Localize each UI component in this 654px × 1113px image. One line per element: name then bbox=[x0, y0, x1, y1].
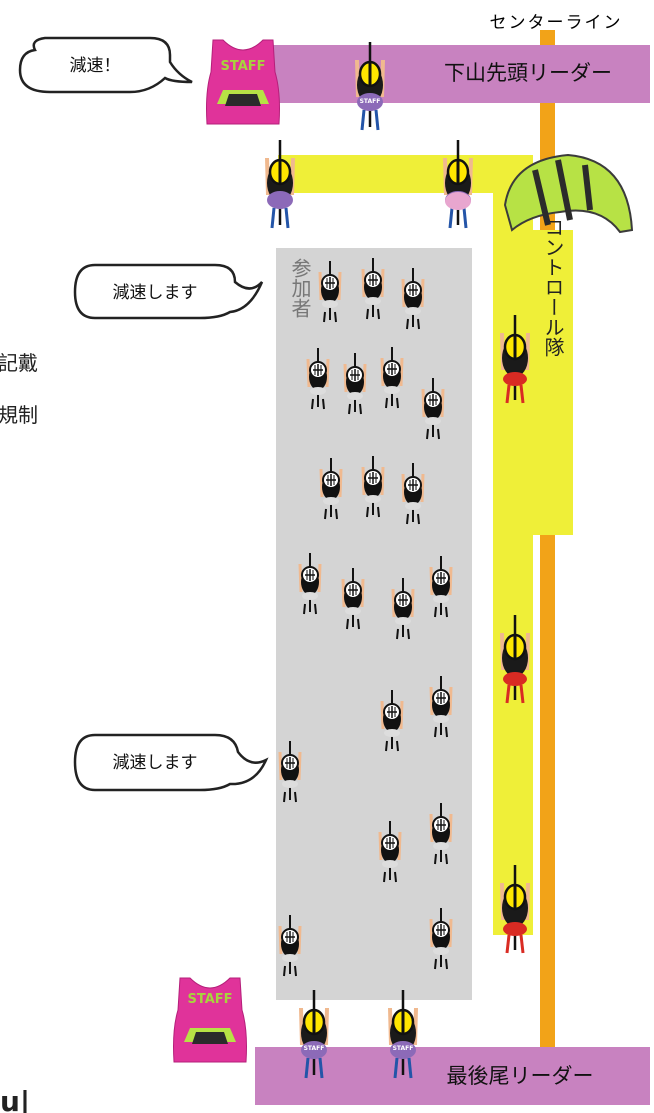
cut-text-line1: 記戴 bbox=[0, 351, 38, 375]
participants-area bbox=[276, 248, 472, 1000]
bubble-middle-text: 減速します bbox=[113, 283, 198, 303]
control-band-top bbox=[278, 155, 533, 193]
staff-shirt-icon: STAFF bbox=[206, 39, 280, 125]
control-team-label-panel bbox=[533, 230, 573, 535]
bubble-top-text: 減速！ bbox=[70, 56, 121, 76]
cut-text-line2: 規制 bbox=[0, 403, 38, 427]
staff-cyclist-icon bbox=[265, 138, 295, 230]
participants-label: 参加者 bbox=[288, 258, 312, 318]
center-line-label: センターライン bbox=[490, 13, 623, 33]
staff-shirt-icon: STAFF bbox=[173, 977, 247, 1063]
front-leader-bar bbox=[270, 45, 650, 103]
jersey-staff-text: STAFF bbox=[393, 1045, 414, 1052]
staff-shirt-text: STAFF bbox=[187, 992, 232, 1007]
front-leader-label: 下山先頭リーダー bbox=[444, 61, 612, 85]
staff-shirt-text: STAFF bbox=[220, 59, 265, 74]
jersey-staff-text: STAFF bbox=[360, 98, 381, 105]
jersey-staff-text: STAFF bbox=[304, 1045, 325, 1052]
speech-bubble-lower bbox=[73, 733, 269, 792]
rear-leader-label: 最後尾リーダー bbox=[447, 1064, 594, 1088]
speech-bubble-middle bbox=[73, 263, 264, 320]
speech-bubble-top bbox=[18, 36, 193, 94]
control-team-label: コントロール隊 bbox=[541, 217, 565, 357]
bubble-lower-text: 減速します bbox=[113, 753, 198, 773]
control-band-lane bbox=[493, 155, 533, 935]
staff-cyclist-pink-icon bbox=[443, 138, 473, 230]
cut-text-bottom: u| bbox=[0, 1085, 30, 1113]
staff-cap-icon bbox=[503, 153, 634, 234]
